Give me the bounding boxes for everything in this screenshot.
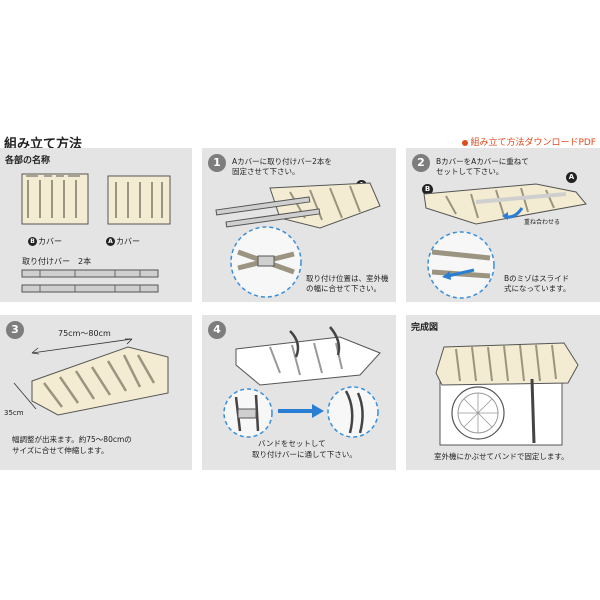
step1-panel: 1 Aカバーに取り付けバー2本を 固定させて下さい。 A 取り付け位置は、室外機… (202, 148, 396, 302)
step4-panel: 4 バンドをセットして 取り付けバーに通して下さい。 (202, 315, 396, 470)
cover-b-illustration (20, 168, 90, 226)
pdf-download-label: 組み立て方法ダウンロードPDF (470, 138, 596, 148)
cover-a-label: カバー (116, 237, 140, 246)
completed-panel: 完成図 室外機にかぶせてバンドで固定します。 (406, 315, 600, 470)
completed-note: 室外機にかぶせてバンドで固定します。 (434, 452, 569, 462)
step4-note-1: バンドをセットして (258, 439, 326, 449)
step3-depth-dimension (10, 381, 40, 413)
completed-unit-illustration (434, 335, 584, 449)
step2-note-2: 式になっています。 (504, 284, 570, 294)
overlap-arrow-icon (500, 206, 524, 222)
step1-detail-circle (228, 224, 304, 300)
step4-arrow-icon (276, 403, 326, 419)
step1-instruction-1: Aカバーに取り付けバー2本を (232, 157, 332, 167)
step4-note-2: 取り付けバーに通して下さい。 (252, 450, 357, 460)
bullet-icon (462, 140, 468, 146)
step4-assembly-illustration (230, 323, 390, 389)
step2-detail-circle (424, 230, 498, 300)
step4-detail-circle-left (222, 387, 274, 439)
a-marker-icon: A (106, 237, 115, 246)
cover-a-illustration (106, 172, 172, 226)
step3-cover-illustration (18, 341, 178, 417)
step1-note-2: の幅に合せて下さい。 (306, 284, 381, 294)
pdf-download-link[interactable]: 組み立て方法ダウンロードPDF (462, 135, 596, 148)
step1-instruction-2: 固定させて下さい。 (232, 167, 300, 177)
mounting-bars-illustration (20, 268, 160, 296)
bar-caption: 取り付けバー 2本 (22, 256, 91, 267)
step2-instruction-1: BカバーをAカバーに重ねて (436, 157, 529, 167)
step3-note-2: サイズに合せて伸縮します。 (12, 446, 109, 456)
step3-number: 3 (6, 321, 24, 339)
completed-title: 完成図 (411, 320, 438, 333)
step3-note-1: 幅調整が出来ます。約75～80cmの (12, 435, 132, 445)
step2-number: 2 (412, 154, 430, 172)
step1-number: 1 (208, 154, 226, 172)
b-marker-icon: B (28, 237, 37, 246)
cover-b-label: カバー (38, 237, 62, 246)
step3-panel: 3 75cm～80cm 35cm 幅調整が出来ます。約75～80cmの サイズに… (0, 315, 192, 470)
step2-arrow-label: 重ね合わせる (524, 218, 560, 228)
step2-panel: 2 BカバーをAカバーに重ねて セットして下さい。 A B 重ね合わせる Bのミ… (406, 148, 600, 302)
step4-detail-circle-right (326, 385, 380, 439)
step4-number: 4 (208, 321, 226, 339)
step2-note-1: Bのミゾはスライド (504, 274, 569, 284)
step1-note-1: 取り付け位置は、室外機 (306, 274, 389, 284)
parts-title: 各部の名称 (5, 153, 50, 166)
